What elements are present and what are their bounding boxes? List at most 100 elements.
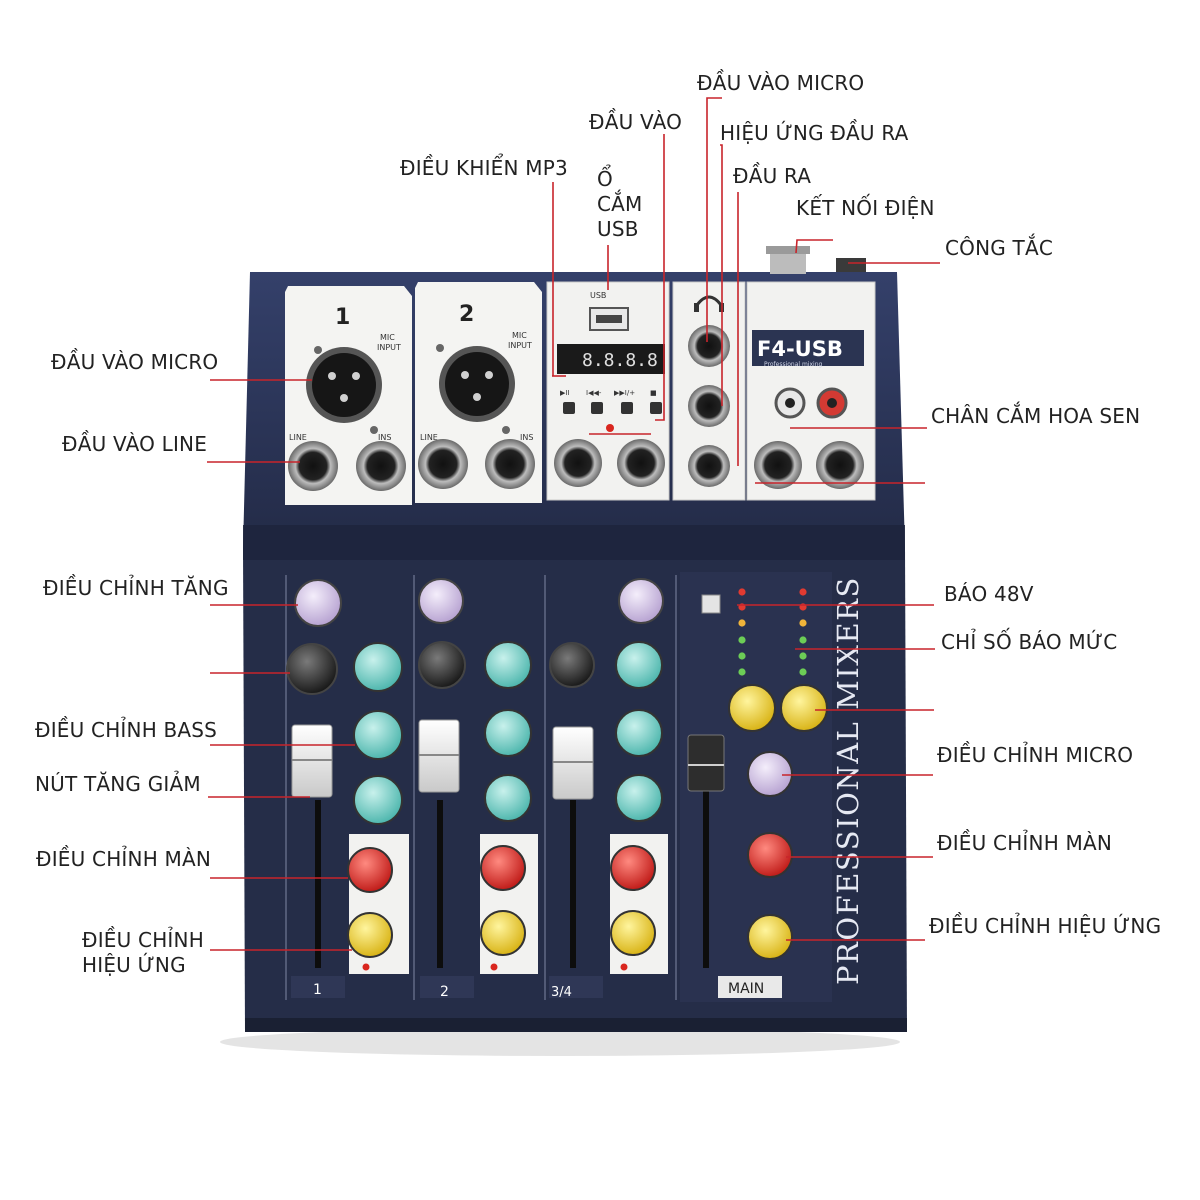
- label-chi-so-bao-muc: CHỈ SỐ BÁO MỨC: [941, 630, 1118, 654]
- gain-knob-2[interactable]: [418, 578, 464, 624]
- mp3-display: [557, 344, 665, 374]
- svg-text:MIC: MIC: [512, 331, 527, 340]
- aux-out-jack[interactable]: [688, 445, 730, 487]
- input-jack-r[interactable]: [617, 439, 665, 487]
- ins-label-2: INS: [520, 433, 533, 442]
- line-jack-2[interactable]: [418, 439, 468, 489]
- label-hieu-ung-dau-ra: HIỆU ỨNG ĐẦU RA: [720, 121, 909, 145]
- line-label-2: LINE: [420, 433, 438, 442]
- svg-text:INPUT: INPUT: [508, 341, 532, 350]
- label-dieu-khien-mp3: ĐIỀU KHIỂN MP3: [400, 156, 568, 180]
- label-bao-48v: BÁO 48V: [944, 582, 1034, 606]
- channel-strip-1: 1: [286, 579, 409, 998]
- gain-knob-3[interactable]: [618, 578, 664, 624]
- brand-vertical-text: PROFESSIONAL MIXERS: [831, 576, 865, 985]
- high-eq-knob-1[interactable]: [353, 642, 403, 692]
- label-dieu-chinh-micro: ĐIỀU CHỈNH MICRO: [937, 743, 1134, 767]
- channel-strip-2: 2: [418, 578, 538, 1000]
- transport-stop-label: ■: [650, 389, 657, 397]
- high-eq-knob-2[interactable]: [484, 641, 532, 689]
- prev-button[interactable]: [591, 402, 603, 414]
- strip-2-label: 2: [440, 984, 449, 1000]
- main-out-jack-l[interactable]: [754, 441, 802, 489]
- usb-label: USB: [590, 291, 606, 300]
- aux-knob-3[interactable]: [610, 845, 656, 891]
- label-dieu-chinh-hieu-ung-right: ĐIỀU CHỈNH HIỆU ỨNG: [929, 914, 1162, 938]
- model-name: F4-USB: [757, 337, 843, 361]
- label-nut-tang-giam: NÚT TĂNG GIẢM: [35, 772, 201, 796]
- xlr-input-1[interactable]: [312, 353, 376, 417]
- low-eq-knob-1[interactable]: [353, 775, 403, 825]
- ins-jack-2[interactable]: [485, 439, 535, 489]
- aux-knob-2[interactable]: [480, 845, 526, 891]
- label-dieu-chinh-man-left: ĐIỀU CHỈNH MÀN: [36, 847, 211, 871]
- label-cong-tac: CÔNG TẮC: [945, 236, 1053, 260]
- fx-master-knob[interactable]: [747, 914, 793, 960]
- output-section: [672, 281, 746, 501]
- play-pause-button[interactable]: [563, 402, 575, 414]
- channel-strip-3-4: 3/4: [549, 578, 668, 1000]
- line-label-1: LINE: [289, 433, 307, 442]
- delay-knob[interactable]: [728, 684, 776, 732]
- label-dieu-chinh-man-right: ĐIỀU CHỈNH MÀN: [937, 831, 1112, 855]
- ins-jack-1[interactable]: [356, 441, 406, 491]
- xlr-input-2[interactable]: [445, 352, 509, 416]
- label-dau-vao-micro-left: ĐẦU VÀO MICRO: [51, 350, 219, 374]
- low-eq-knob-3[interactable]: [615, 774, 663, 822]
- mp3-transport: ▶II I◀◀- ▶▶I/+ ■: [560, 389, 662, 414]
- pan-knob-2[interactable]: [418, 641, 466, 689]
- pan-knob-1[interactable]: [286, 643, 338, 695]
- aux-master-knob[interactable]: [747, 832, 793, 878]
- input-jack-l[interactable]: [554, 439, 602, 487]
- ins-label-1: INS: [378, 433, 391, 442]
- mid-eq-knob-2[interactable]: [484, 709, 532, 757]
- phones-jack[interactable]: [688, 325, 730, 367]
- line-jack-1[interactable]: [288, 441, 338, 491]
- power-connector: [766, 246, 810, 274]
- fx-out-jack[interactable]: [688, 385, 730, 427]
- mp3-usb-section: USB 8.8.8.8 ▶II I◀◀- ▶▶I/+ ■: [546, 281, 670, 501]
- main-label: MAIN: [728, 981, 764, 997]
- mp3-display-digits: 8.8.8.8: [582, 350, 658, 371]
- power-switch[interactable]: [836, 258, 866, 272]
- next-button[interactable]: [621, 402, 633, 414]
- fx-knob-3[interactable]: [610, 910, 656, 956]
- stop-button[interactable]: [650, 402, 662, 414]
- label-dau-ra: ĐẦU RA: [733, 164, 812, 188]
- strip-3-4-label: 3/4: [551, 985, 572, 1000]
- model-subtitle: Professional mixing: [764, 361, 822, 368]
- mid-eq-knob-1[interactable]: [353, 710, 403, 760]
- channel-strips: [285, 575, 677, 1000]
- fx-knob-1[interactable]: [347, 912, 393, 958]
- gain-knob-1[interactable]: [294, 579, 342, 627]
- phones-level-knob[interactable]: [747, 751, 793, 797]
- label-chan-cam-hoa-sen: CHÂN CẮM HOA SEN: [931, 404, 1141, 428]
- svg-text:INPUT: INPUT: [377, 343, 401, 352]
- low-eq-knob-2[interactable]: [484, 774, 532, 822]
- label-ket-noi-dien: KẾT NỐI ĐIỆN: [796, 196, 935, 220]
- mic-input-label-1: MIC: [380, 333, 395, 342]
- main-out-jack-r[interactable]: [816, 441, 864, 489]
- fx-knob-2[interactable]: [480, 910, 526, 956]
- repeat-knob[interactable]: [780, 684, 828, 732]
- channel-1-input-plate: 1 MIC INPUT LINE INS: [285, 286, 412, 505]
- channel-1-number: 1: [335, 305, 350, 330]
- headphone-icon: [695, 295, 723, 306]
- transport-play-label: ▶II: [560, 389, 570, 397]
- label-dieu-chinh-bass: ĐIỀU CHỈNH BASS: [35, 718, 218, 742]
- pan-knob-3[interactable]: [549, 642, 595, 688]
- main-out-section: F4-USB Professional mixing: [746, 281, 876, 501]
- main-fader[interactable]: [687, 734, 725, 792]
- master-section: MAIN PROFESSIONAL MIXERS: [680, 572, 865, 1002]
- label-dieu-chinh-hieu-ung-left: ĐIỀU CHỈNH HIỆU ỨNG: [82, 928, 204, 977]
- phantom-button[interactable]: [701, 594, 721, 614]
- label-o-cam-usb: Ổ CẮM USB: [597, 167, 643, 241]
- aux-knob-1[interactable]: [347, 847, 393, 893]
- channel-2-input-plate: 2 MIC INPUT LINE INS: [415, 282, 542, 503]
- label-dau-vao: ĐẦU VÀO: [589, 110, 683, 134]
- high-eq-knob-3[interactable]: [615, 641, 663, 689]
- transport-next-label: ▶▶I/+: [614, 389, 635, 397]
- leader-lines: [207, 97, 940, 951]
- mid-eq-knob-3[interactable]: [615, 709, 663, 757]
